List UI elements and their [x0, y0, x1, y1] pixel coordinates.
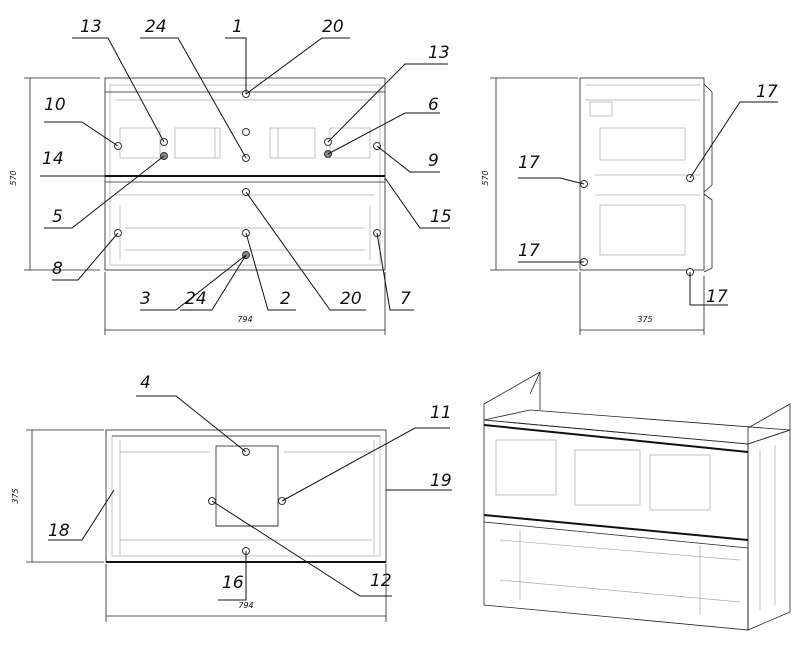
callout-label: 13	[80, 17, 102, 37]
callout-label: 17	[518, 153, 540, 173]
callout-label: 17	[518, 241, 540, 261]
callout-label: 7	[400, 289, 411, 309]
top-depth-dimension: 375	[11, 488, 20, 503]
callout-label: 15	[430, 207, 452, 227]
callout-label: 16	[222, 573, 244, 593]
side-depth-dimension: 375	[637, 315, 652, 324]
callout-label: 6	[428, 95, 439, 115]
callout-label: 2	[280, 289, 291, 309]
callout-label: 14	[42, 149, 64, 169]
front-width-dimension: 794	[237, 315, 252, 324]
callout-label: 13	[428, 43, 450, 63]
callout-label: 24	[185, 289, 207, 309]
callout-label: 3	[140, 289, 151, 309]
front-view-callouts: 13 24 1 20 13 6 10 14 9 5 15 8 3 24 2 20	[40, 17, 452, 311]
callout-label: 17	[706, 287, 728, 307]
callout-label: 19	[430, 471, 452, 491]
callout-label: 8	[52, 259, 63, 279]
callout-label: 9	[428, 151, 439, 171]
top-view-callouts: 4 11 19 18 12 16	[48, 373, 452, 601]
callout-label: 20	[340, 289, 362, 309]
side-view: 570 375	[481, 77, 713, 335]
side-view-callouts: 17 17 17 17	[518, 82, 778, 307]
top-width-dimension: 794	[238, 601, 253, 610]
callout-label: 5	[52, 207, 63, 227]
side-height-dimension: 570	[481, 170, 490, 185]
callout-label: 10	[44, 95, 66, 115]
callout-label: 24	[145, 17, 167, 37]
callout-label: 20	[322, 17, 344, 37]
front-height-dimension: 570	[9, 170, 18, 185]
callout-label: 11	[430, 403, 452, 423]
callout-label: 1	[232, 17, 243, 37]
callout-label: 17	[756, 82, 778, 102]
callout-label: 4	[140, 373, 151, 393]
isometric-view	[483, 371, 791, 631]
callout-label: 12	[370, 571, 392, 591]
bolt-marker	[242, 128, 250, 136]
front-view: 570 794	[9, 77, 386, 335]
callout-label: 18	[48, 521, 70, 541]
